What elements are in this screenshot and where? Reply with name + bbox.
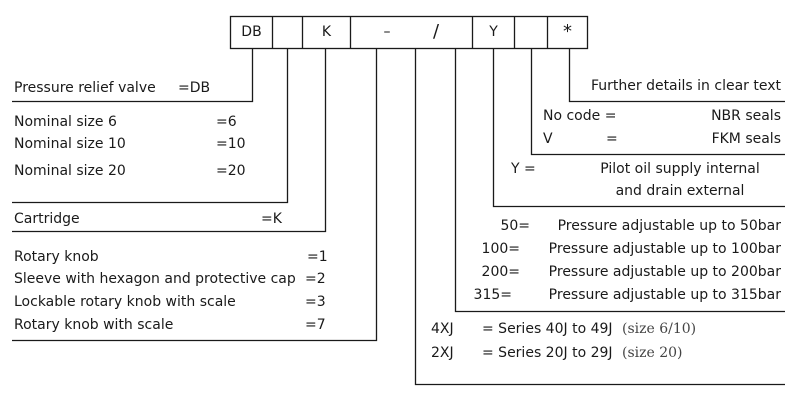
seal-code: No code = (543, 108, 617, 124)
connector-cartridge (12, 48, 327, 233)
code-box-outline (229, 15, 589, 50)
series-size: (size 20) (622, 345, 683, 361)
seal-desc: FKM seals (711, 131, 781, 147)
nominal-size-code: =6 (216, 114, 237, 130)
series-desc: = Series 20J to 29J (482, 345, 613, 361)
cartridge-label: Cartridge (14, 211, 80, 227)
code-cell-k: K (321, 24, 332, 40)
code-cell-seal (515, 16, 547, 48)
adjustment-label: Lockable rotary knob with scale (14, 294, 236, 310)
adjustment-label: Rotary knob with scale (14, 317, 174, 333)
connector-pressure (454, 48, 785, 313)
connector-nominal-size (12, 48, 289, 204)
pressure-desc: Pressure adjustable up to 315bar (548, 287, 781, 303)
seal-code: V (543, 131, 553, 147)
pressure-desc: Pressure adjustable up to 200bar (548, 264, 781, 280)
connector-series (414, 48, 785, 386)
pressure-code: 315= (473, 287, 512, 303)
pressure-desc: Pressure adjustable up to 50bar (557, 218, 781, 234)
code-cell-db: DB (241, 24, 262, 40)
series-code: 4XJ (431, 321, 454, 337)
nominal-size-label: Nominal size 6 (14, 114, 117, 130)
further-details: Further details in clear text (590, 78, 781, 94)
pilot-line1: Pilot oil supply internal (600, 161, 760, 177)
pressure-code: 200= (481, 264, 520, 280)
pressure-relief-code: =DB (178, 80, 211, 96)
adjustment-code: =1 (307, 249, 328, 265)
adjustment-code: =7 (305, 317, 326, 333)
code-cell-y: Y (489, 24, 498, 40)
pressure-code: 50= (500, 218, 530, 234)
series-size: (size 6/10) (622, 321, 697, 337)
connector-further (568, 48, 785, 103)
pressure-relief-label: Pressure relief valve (14, 80, 156, 96)
nominal-size-code: =10 (216, 136, 246, 152)
adjustment-label: Rotary knob (14, 249, 99, 265)
code-cell-size (273, 16, 302, 48)
nominal-size-code: =20 (216, 163, 246, 179)
nominal-size-label: Nominal size 10 (14, 136, 126, 152)
series-code: 2XJ (431, 345, 454, 361)
code-cell-asterisk: * (563, 21, 572, 42)
pilot-code: Y = (511, 161, 536, 177)
connector-pilot (492, 48, 785, 208)
pilot-line2: and drain external (615, 183, 745, 199)
connector-adjustment (12, 48, 378, 342)
adjustment-code: =2 (305, 271, 326, 287)
pressure-code: 100= (481, 241, 520, 257)
seal-desc: NBR seals (711, 108, 781, 124)
adjustment-code: =3 (305, 294, 326, 310)
code-cell-dash: – (383, 24, 391, 40)
cartridge-code: =K (261, 211, 282, 227)
seal-equals: = (606, 131, 618, 147)
connector-db (12, 48, 254, 103)
nominal-size-label: Nominal size 20 (14, 163, 126, 179)
adjustment-label: Sleeve with hexagon and protective cap (14, 271, 296, 287)
connector-seals (530, 48, 785, 156)
pressure-desc: Pressure adjustable up to 100bar (548, 241, 781, 257)
series-desc: = Series 40J to 49J (482, 321, 613, 337)
code-cell-slash: / (432, 21, 440, 42)
